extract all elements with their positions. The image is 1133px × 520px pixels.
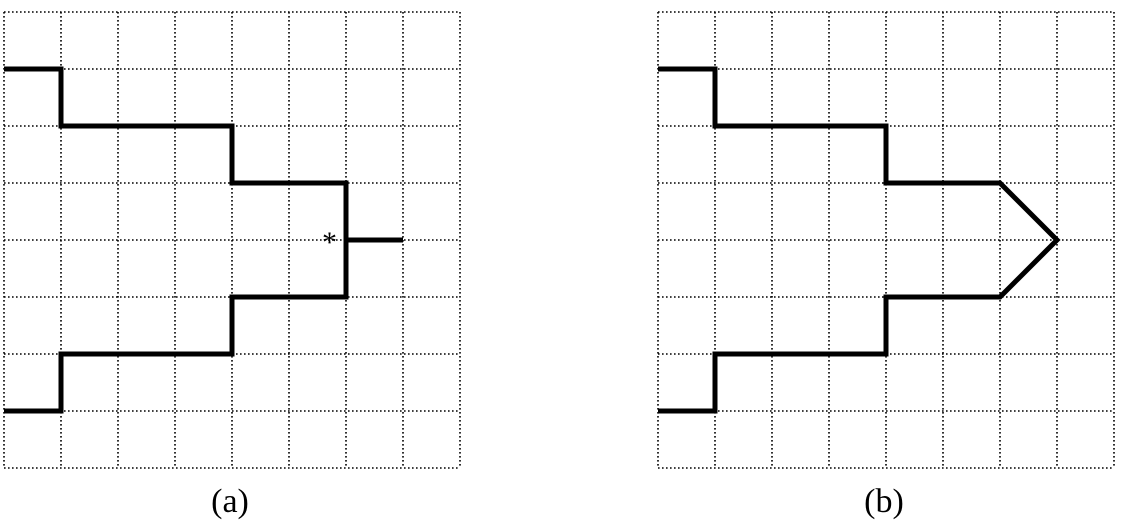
boundary-path xyxy=(658,66,1061,414)
paths-a xyxy=(4,66,403,414)
grid-b xyxy=(657,11,1115,469)
panel-b: (b) xyxy=(657,11,1115,520)
panel-a: * (a) xyxy=(3,11,461,520)
panel-b-caption: (b) xyxy=(864,483,904,520)
paths-b xyxy=(658,66,1061,414)
junction-marker: * xyxy=(322,226,337,259)
panel-a-caption: (a) xyxy=(211,483,249,520)
